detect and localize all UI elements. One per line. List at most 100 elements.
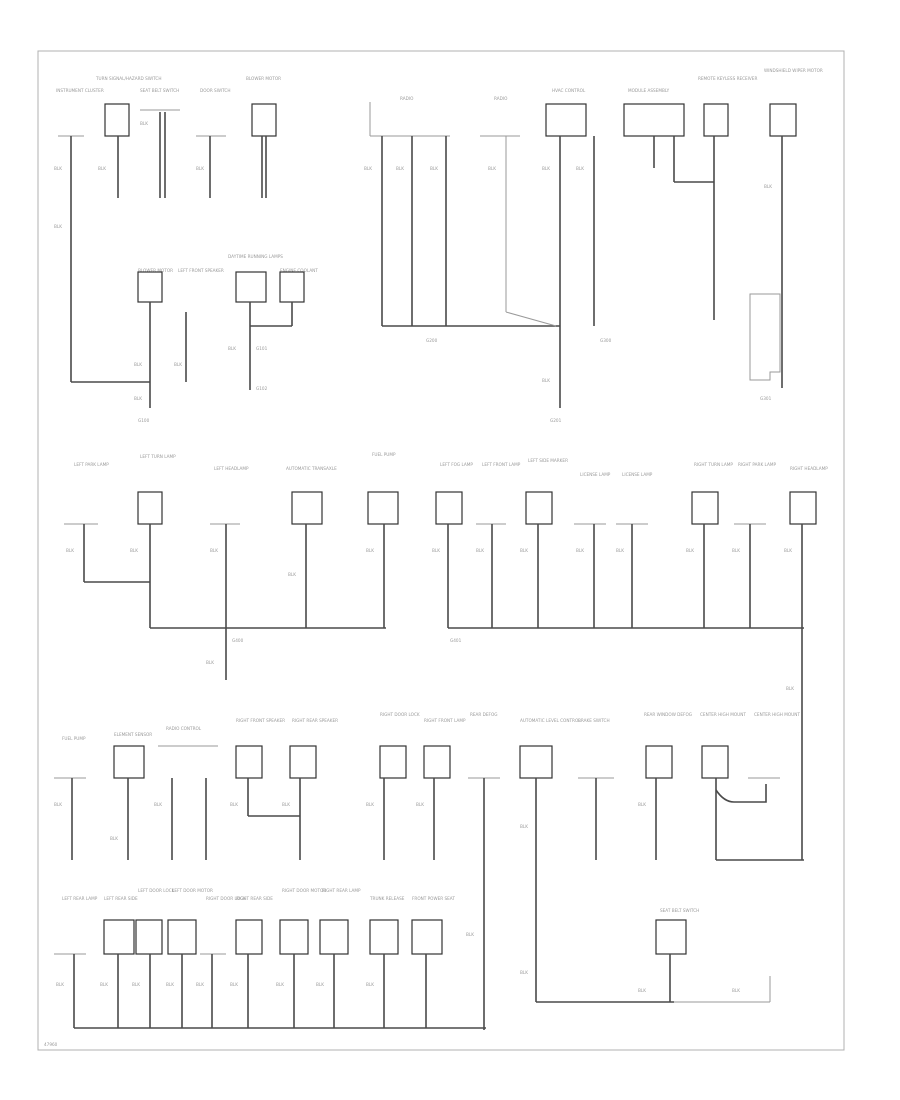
svg-text:BLK: BLK (520, 548, 528, 553)
svg-text:AUTOMATIC TRANSAXLE: AUTOMATIC TRANSAXLE (286, 466, 337, 471)
component-trunk-release (369, 919, 399, 955)
component-power-seat (411, 919, 443, 955)
svg-text:BLK: BLK (476, 548, 484, 553)
svg-text:BLK: BLK (66, 548, 74, 553)
component-hvac (545, 103, 587, 137)
svg-text:LEFT TURN LAMP: LEFT TURN LAMP (140, 454, 176, 459)
svg-text:BLK: BLK (638, 988, 646, 993)
svg-text:BLK: BLK (56, 982, 64, 987)
section-upper-right: RADIO RADIO HVAC CONTROL MODULE ASSEMBLY… (364, 68, 823, 423)
svg-text:LEFT FOG LAMP: LEFT FOG LAMP (440, 462, 473, 467)
svg-text:BLK: BLK (230, 982, 238, 987)
svg-text:BLK: BLK (686, 548, 694, 553)
ground-g400: G400 (232, 638, 244, 643)
component-rr-lamp (319, 919, 349, 955)
svg-text:RIGHT DOOR LOCK: RIGHT DOOR LOCK (380, 712, 420, 717)
svg-text:BLK: BLK (54, 802, 62, 807)
component-blower-top (251, 103, 277, 137)
ground-g300: G300 (600, 338, 612, 343)
svg-text:RIGHT TURN LAMP: RIGHT TURN LAMP (694, 462, 733, 467)
component-module (623, 103, 685, 137)
label-wiper-motor: WINDSHIELD WIPER MOTOR (764, 68, 823, 73)
component-rf-speaker (235, 745, 263, 779)
svg-text:BLK: BLK (196, 982, 204, 987)
svg-text:RIGHT REAR SPEAKER: RIGHT REAR SPEAKER (292, 718, 338, 723)
svg-text:BLK: BLK (230, 802, 238, 807)
component-engine-coolant (279, 271, 305, 303)
svg-text:FUEL PUMP: FUEL PUMP (372, 452, 396, 457)
svg-text:LICENSE LAMP: LICENSE LAMP (580, 472, 611, 477)
svg-text:BLK: BLK (54, 166, 62, 171)
svg-text:BLK: BLK (130, 548, 138, 553)
svg-text:BLK: BLK (396, 166, 404, 171)
svg-text:BLK: BLK (316, 982, 324, 987)
component-rr-speaker (289, 745, 317, 779)
diagram-frame (37, 50, 845, 1051)
component-l-door-motor (167, 919, 197, 955)
svg-text:BLK: BLK (576, 548, 584, 553)
svg-text:BLK: BLK (166, 982, 174, 987)
svg-text:SEAT BELT SWITCH: SEAT BELT SWITCH (660, 908, 699, 913)
svg-text:ELEMENT SENSOR: ELEMENT SENSOR (114, 732, 152, 737)
svg-text:FUEL PUMP: FUEL PUMP (62, 736, 86, 741)
label-left-front-speaker: LEFT FRONT SPEAKER (178, 268, 224, 273)
svg-text:BLK: BLK (132, 982, 140, 987)
label-blower-motor-top: BLOWER MOTOR (246, 76, 281, 81)
component-blower-motor (137, 271, 163, 303)
svg-text:TRUNK RELEASE: TRUNK RELEASE (369, 896, 405, 901)
label-turn-signal-switch: TURN SIGNAL/HAZARD SWITCH (95, 76, 162, 81)
svg-text:BLK: BLK (206, 660, 214, 665)
svg-text:REAR WINDOW DEFOG: REAR WINDOW DEFOG (644, 712, 692, 717)
svg-text:BLK: BLK (432, 548, 440, 553)
component-right-turn (691, 491, 719, 525)
svg-text:CENTER HIGH MOUNT: CENTER HIGH MOUNT (754, 712, 800, 717)
svg-text:BLK: BLK (174, 362, 182, 367)
svg-text:BLK: BLK (276, 982, 284, 987)
svg-text:BLK: BLK (520, 824, 528, 829)
svg-text:BLK: BLK (134, 362, 142, 367)
svg-text:BLK: BLK (366, 982, 374, 987)
svg-text:RIGHT DOOR LOCK: RIGHT DOOR LOCK (206, 896, 246, 901)
svg-text:RADIO CONTROL: RADIO CONTROL (166, 726, 202, 731)
label-daytime-running: DAYTIME RUNNING LAMPS (228, 254, 283, 259)
svg-text:BLK: BLK (364, 166, 372, 171)
component-keyless (703, 103, 729, 137)
svg-text:BRAKE SWITCH: BRAKE SWITCH (578, 718, 610, 723)
svg-text:BLK: BLK (140, 121, 148, 126)
component-fuel-pump (367, 491, 399, 525)
svg-text:RIGHT FRONT SPEAKER: RIGHT FRONT SPEAKER (236, 718, 285, 723)
svg-text:BLK: BLK (732, 548, 740, 553)
svg-text:BLK: BLK (542, 166, 550, 171)
svg-text:BLK: BLK (196, 166, 204, 171)
section-bottom: LEFT REAR LAMP LEFT REAR SIDE LEFT DOOR … (54, 888, 771, 1029)
svg-text:BLK: BLK (542, 378, 550, 383)
svg-text:BLK: BLK (210, 548, 218, 553)
label-radio-2: RADIO (494, 96, 508, 101)
ground-g201: G201 (550, 418, 562, 423)
svg-text:RIGHT PARK LAMP: RIGHT PARK LAMP (738, 462, 776, 467)
svg-text:RIGHT DOOR MOTOR: RIGHT DOOR MOTOR (282, 888, 326, 893)
svg-text:BLK: BLK (366, 548, 374, 553)
svg-text:BLK: BLK (786, 686, 794, 691)
ground-g100: G100 (138, 418, 150, 423)
svg-text:BLK: BLK (732, 988, 740, 993)
svg-text:BLK: BLK (764, 184, 772, 189)
svg-text:BLK: BLK (134, 396, 142, 401)
section-middle: LEFT PARK LAMP LEFT TURN LAMP LEFT HEADL… (64, 452, 828, 860)
svg-text:LEFT SIDE MARKER: LEFT SIDE MARKER (528, 458, 568, 463)
svg-text:LEFT HEADLAMP: LEFT HEADLAMP (214, 466, 249, 471)
svg-text:REAR DEFOG: REAR DEFOG (470, 712, 497, 717)
label-module-assembly: MODULE ASSEMBLY (628, 88, 670, 93)
svg-text:BLK: BLK (154, 802, 162, 807)
component-r-rear-side (235, 919, 263, 955)
ground-g200: G200 (426, 338, 438, 343)
svg-text:RIGHT REAR LAMP: RIGHT REAR LAMP (322, 888, 361, 893)
svg-text:BLK: BLK (54, 224, 62, 229)
svg-text:LICENSE LAMP: LICENSE LAMP (622, 472, 653, 477)
ground-g301: G301 (760, 396, 772, 401)
component-r-door-motor (279, 919, 309, 955)
label-instrument-cluster: INSTRUMENT CLUSTER (56, 88, 104, 93)
svg-text:BLK: BLK (616, 548, 624, 553)
section-upper-left: INSTRUMENT CLUSTER TURN SIGNAL/HAZARD SW… (54, 76, 318, 423)
component-drl (235, 271, 267, 303)
